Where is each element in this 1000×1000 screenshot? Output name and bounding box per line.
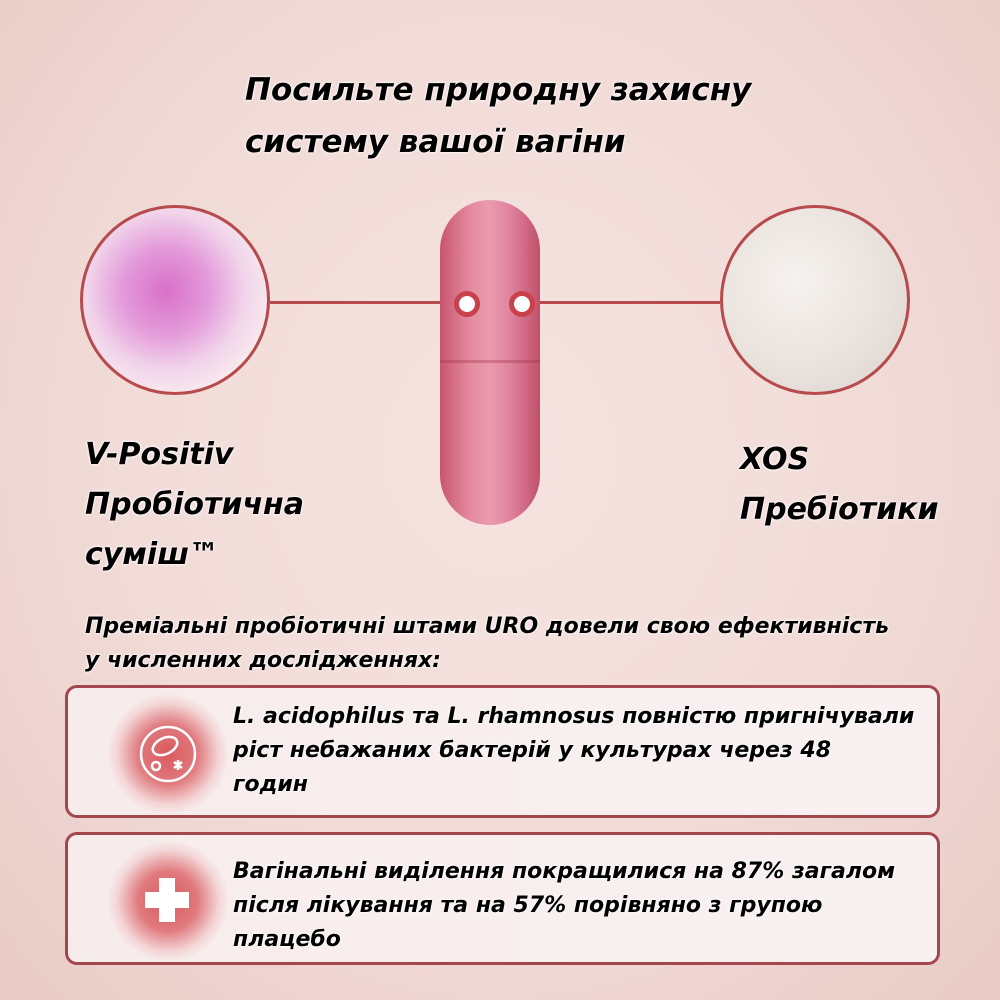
fact-text: L. acidophilus та L. rhamnosus повністю … bbox=[233, 700, 914, 802]
left-ingredient-line: V-Positiv bbox=[85, 437, 234, 472]
left-ingredient-line: Пробіотична bbox=[85, 487, 305, 522]
prebiotic-powder-image bbox=[720, 205, 910, 395]
connector-line-right bbox=[530, 301, 720, 304]
connector-line-left bbox=[270, 301, 460, 304]
fact-line: після лікування та на 57% порівняно з гр… bbox=[233, 893, 823, 918]
right-ingredient-label: XOS Пребіотики bbox=[740, 435, 939, 535]
headline-line-2: систему вашої вагіни bbox=[245, 124, 626, 160]
capsule-dot-left bbox=[454, 291, 480, 317]
right-ingredient-line: Пребіотики bbox=[740, 492, 939, 527]
fact-line: L. acidophilus та L. rhamnosus повністю … bbox=[233, 704, 915, 729]
fact-card: L. acidophilus та L. rhamnosus повністю … bbox=[65, 685, 940, 818]
subheading: Преміальні пробіотичні штами URO довели … bbox=[85, 610, 889, 678]
probiotic-microscope-image bbox=[80, 205, 270, 395]
left-ingredient-label: V-Positiv Пробіотична суміш™ bbox=[85, 430, 304, 580]
medical-cross-icon bbox=[145, 878, 189, 922]
headline: Посильте природну захисну систему вашої … bbox=[245, 64, 751, 168]
fact-line: Вагінальні виділення покращилися на 87% … bbox=[233, 859, 896, 884]
headline-line-1: Посильте природну захисну bbox=[245, 72, 752, 108]
subheading-line: Преміальні пробіотичні штами URO довели … bbox=[85, 614, 889, 639]
fact-line: ріст небажаних бактерій у культурах чере… bbox=[233, 738, 832, 763]
right-ingredient-line: XOS bbox=[740, 442, 810, 477]
capsule-image bbox=[440, 200, 540, 525]
left-ingredient-line: суміш™ bbox=[85, 537, 220, 572]
subheading-line: у численних дослідженнях: bbox=[85, 648, 441, 673]
capsule-dot-right bbox=[509, 291, 535, 317]
fact-text: Вагінальні виділення покращилися на 87% … bbox=[233, 855, 895, 957]
fact-line: плацебо bbox=[233, 927, 341, 952]
bacteria-icon bbox=[139, 725, 197, 783]
fact-card: Вагінальні виділення покращилися на 87% … bbox=[65, 832, 940, 965]
fact-line: годин bbox=[233, 772, 308, 797]
